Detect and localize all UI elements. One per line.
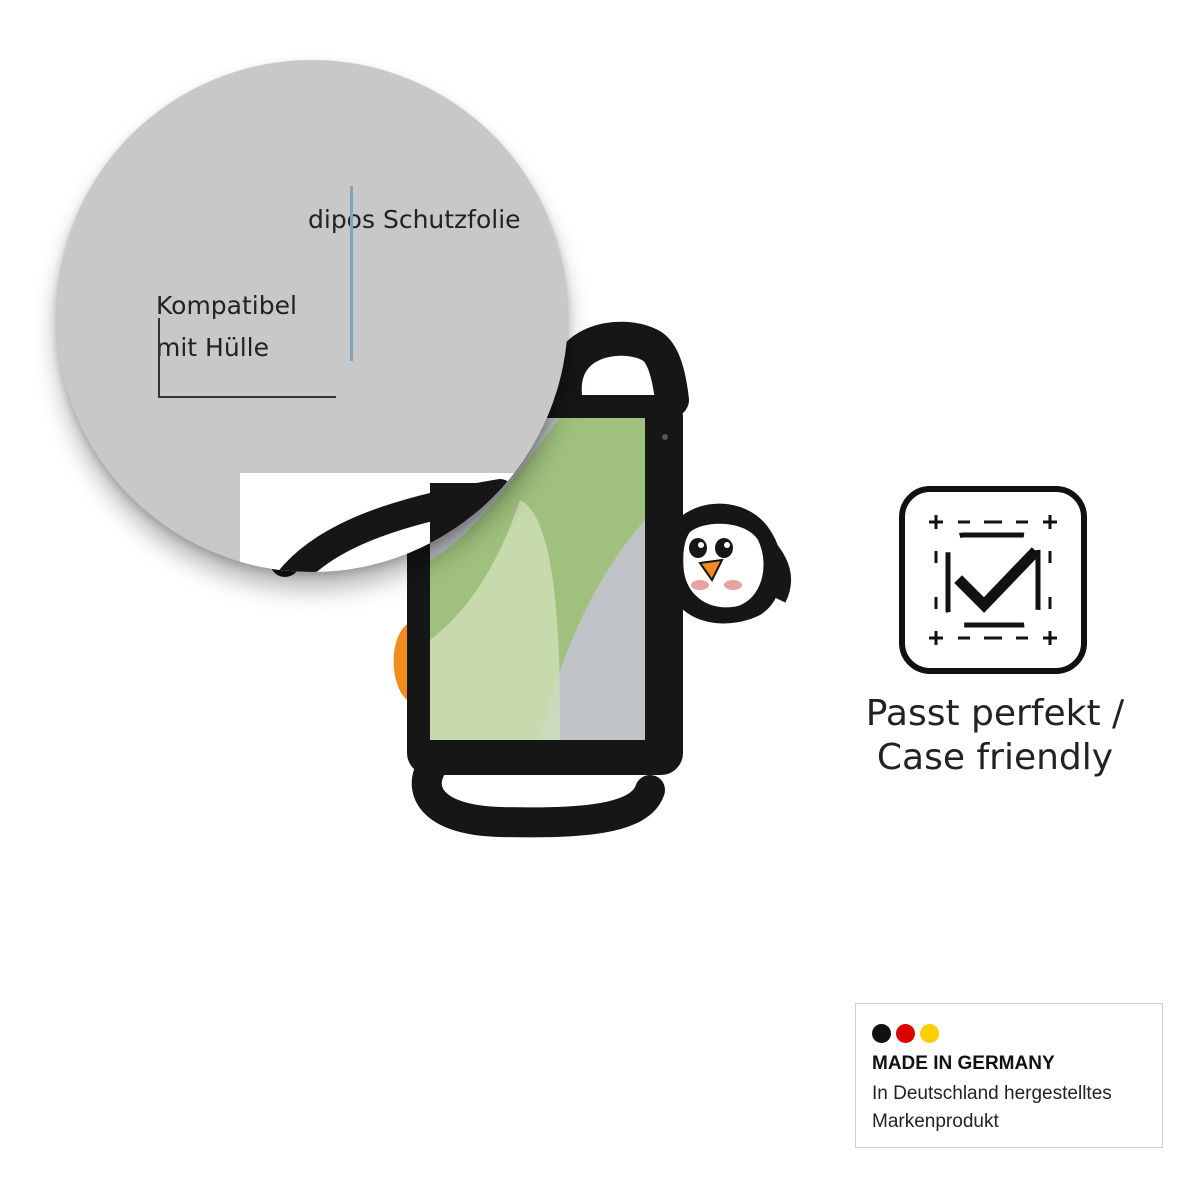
- protective-film-label: dipos Schutzfolie: [308, 205, 521, 234]
- zoom-detail-circle: dipos Schutzfolie Kompatibel mit Hülle: [56, 60, 568, 572]
- badge-subtitle: In Deutschland hergestelltes Markenprodu…: [872, 1080, 1162, 1136]
- claim-line-2: Case friendly: [876, 737, 1114, 778]
- compat-pointer-line-vertical: [158, 318, 160, 398]
- made-in-germany-badge: MADE IN GERMANY In Deutschland hergestel…: [855, 1003, 1163, 1148]
- case-compatible-label: Kompatibel mit Hülle: [156, 285, 356, 369]
- case-compatible-label-line-1: Kompatibel: [156, 291, 297, 320]
- film-curl-illustration: [277, 473, 568, 572]
- case-friendly-claim: Passt perfekt / Case friendly: [850, 692, 1140, 780]
- flag-dot-black: [872, 1024, 891, 1043]
- case-compatible-label-line-2: mit Hülle: [156, 333, 269, 362]
- flag-dot-gold: [920, 1024, 939, 1043]
- film-pointer-line: [350, 186, 353, 361]
- claim-line-1: Passt perfekt /: [865, 693, 1125, 734]
- badge-subtitle-line-2: Markenprodukt: [872, 1111, 999, 1132]
- badge-subtitle-line-1: In Deutschland hergestelltes: [872, 1083, 1112, 1104]
- flag-dot-red: [896, 1024, 915, 1043]
- compat-pointer-line-horizontal: [158, 396, 336, 398]
- badge-title: MADE IN GERMANY: [872, 1053, 1055, 1074]
- case-friendly-check-icon: [899, 486, 1087, 674]
- zoom-inset-photo: [240, 473, 568, 572]
